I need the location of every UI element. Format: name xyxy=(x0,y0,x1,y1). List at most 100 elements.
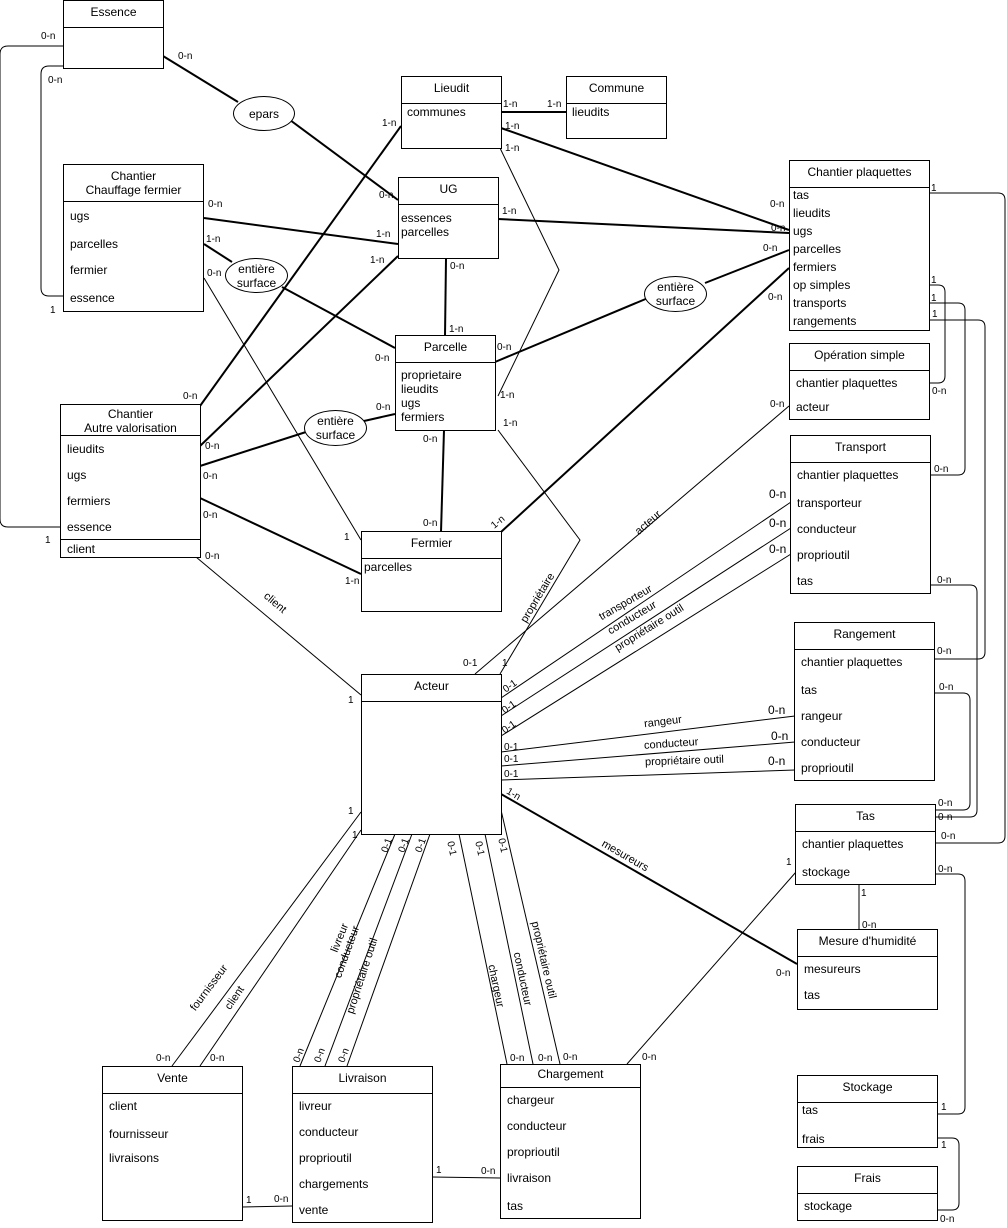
entity-attribute: livreur xyxy=(299,1099,332,1113)
cardinality: 1-n xyxy=(505,121,520,132)
cardinality: 0-n xyxy=(274,1194,289,1205)
entity-stockage[interactable]: Stockage tas frais xyxy=(797,1075,938,1148)
entity-title: Livraison xyxy=(293,1067,432,1094)
cardinality: 0-1 xyxy=(504,754,519,765)
entity-operation-simple[interactable]: Opération simple chantier plaquettes act… xyxy=(789,343,930,420)
link-fermier-plaquettes xyxy=(500,267,790,533)
entity-attribute: chantier plaquettes xyxy=(801,655,903,669)
entity-attribute: client xyxy=(109,1099,138,1113)
link-essence-autre xyxy=(0,45,63,528)
entity-attribute: chantier plaquettes xyxy=(796,376,898,390)
link-surface2-plaquettes xyxy=(704,249,790,284)
link-acteur-chargement-proprio xyxy=(500,809,561,1065)
entity-attribute: proprioutil xyxy=(299,1151,352,1165)
link-acteur-livraison-conducteur xyxy=(324,833,413,1067)
entity-fermier[interactable]: Fermier parcelles xyxy=(361,531,502,612)
link-acteur-transport-conducteur xyxy=(500,527,792,717)
cardinality: 1-n xyxy=(500,390,515,401)
link-parcelle-lieudit xyxy=(497,147,560,397)
cardinality: 1 xyxy=(502,658,508,669)
cardinality: 1-n xyxy=(206,234,221,245)
entity-attribute: lieudits xyxy=(793,206,831,220)
cardinality: 0-n xyxy=(423,518,438,529)
link-acteur-parcelle-proprietaire xyxy=(497,429,581,675)
association-entiere-surface-autre[interactable]: entière surface xyxy=(304,410,367,446)
entity-title: Chantier plaquettes xyxy=(790,161,929,188)
cardinality: 1 xyxy=(861,888,867,899)
link-ug-parcelle xyxy=(444,258,447,337)
entity-ug[interactable]: UG essences parcelles xyxy=(398,177,499,259)
entity-attribute: tas xyxy=(804,988,821,1002)
link-acteur-mesure xyxy=(500,793,798,965)
cardinality: 0-n xyxy=(183,391,198,402)
cardinality: 1-n xyxy=(503,418,518,429)
link-acteur-vente-client xyxy=(199,829,362,1067)
cardinality: 0-n xyxy=(210,1053,225,1064)
link-ug-chauffage xyxy=(203,217,399,245)
cardinality: 0-n xyxy=(768,754,786,768)
association-epars[interactable]: epars xyxy=(233,96,295,131)
cardinality: 1 xyxy=(931,275,937,286)
entity-title: Tas xyxy=(796,805,935,832)
link-acteur-rangement-rangeur xyxy=(500,715,796,753)
cardinality: 0-n xyxy=(497,342,512,353)
entity-commune[interactable]: Commune lieudits xyxy=(566,76,667,139)
link-acteur-rangement-conducteur xyxy=(500,741,796,767)
entity-title: UG xyxy=(399,178,498,205)
link-acteur-opsimple xyxy=(474,405,790,675)
entity-attribute: parcelles xyxy=(364,560,413,574)
cardinality: 0-n xyxy=(938,798,953,809)
link-ug-plaquettes xyxy=(497,218,790,234)
entity-vente[interactable]: Vente client fournisseur livraisons xyxy=(102,1066,243,1221)
link-parcelle-fermier xyxy=(440,429,445,533)
cardinality: 0-n xyxy=(937,575,952,586)
entity-chantier-plaquettes[interactable]: Chantier plaquettes tas lieudits ugs par… xyxy=(789,160,930,331)
entity-lieudit[interactable]: Lieudit communes xyxy=(401,76,502,149)
entity-attribute: conducteur xyxy=(801,735,861,749)
cardinality: 0-n xyxy=(769,516,787,530)
entity-chantier-chauffage[interactable]: Chantier Chauffage fermier ugs parcelles… xyxy=(63,164,204,312)
entity-attribute: essence xyxy=(70,291,115,305)
link-epars-ug xyxy=(289,119,399,201)
entity-rangement[interactable]: Rangement chantier plaquettes tas rangeu… xyxy=(794,622,935,781)
cardinality: 0-n xyxy=(205,441,220,452)
cardinality: 1 xyxy=(941,1102,947,1113)
entity-title: Vente xyxy=(103,1067,242,1094)
cardinality: 0-n xyxy=(41,31,56,42)
entity-parcelle[interactable]: Parcelle proprietaire lieudits ugs fermi… xyxy=(395,335,496,431)
cardinality: 0-n xyxy=(939,682,954,693)
cardinality: 0-n xyxy=(934,464,949,475)
entity-attribute: proprioutil xyxy=(507,1145,560,1159)
entity-attribute: ugs xyxy=(793,224,813,238)
entity-attribute: tas xyxy=(507,1199,524,1213)
entity-tas[interactable]: Tas chantier plaquettes stockage xyxy=(795,804,936,885)
entity-attribute: stockage xyxy=(804,1199,853,1213)
cardinality: 1 xyxy=(436,1165,442,1176)
entity-attribute: chargements xyxy=(299,1177,369,1191)
attribute-divider xyxy=(61,539,200,540)
entity-transport[interactable]: Transport chantier plaquettes transporte… xyxy=(790,435,931,594)
cardinality: 1 xyxy=(941,1140,947,1151)
link-parcelle-surface2 xyxy=(494,297,649,363)
entity-livraison[interactable]: Livraison livreur conducteur proprioutil… xyxy=(292,1066,433,1223)
entity-acteur[interactable]: Acteur xyxy=(361,674,502,835)
link-plaquettes-opsimple xyxy=(929,284,946,384)
association-entiere-surface-chauffage[interactable]: entière surface xyxy=(225,258,288,293)
link-acteur-livraison-proprio xyxy=(346,833,431,1067)
entity-chantier-autre[interactable]: Chantier Autre valorisation lieudits ugs… xyxy=(60,404,201,558)
entity-frais[interactable]: Frais stockage xyxy=(797,1166,938,1221)
association-entiere-surface-plaquettes[interactable]: entière surface xyxy=(644,276,707,312)
entity-essence[interactable]: Essence xyxy=(63,0,164,69)
cardinality: 0-n xyxy=(48,75,63,86)
cardinality: 0-n xyxy=(481,1166,496,1177)
link-plaquettes-rangement xyxy=(929,319,986,660)
entity-attribute: conducteur xyxy=(299,1125,359,1139)
entity-chargement[interactable]: Chargement chargeur conducteur propriout… xyxy=(500,1064,641,1219)
entity-attribute: conducteur xyxy=(507,1119,567,1133)
cardinality: 0-n xyxy=(776,968,791,979)
entity-attribute: fermiers xyxy=(401,410,445,424)
cardinality: 1 xyxy=(931,183,937,194)
cardinality: 1-n xyxy=(449,324,464,335)
entity-mesure-humidite[interactable]: Mesure d'humidité mesureurs tas xyxy=(797,929,938,1010)
cardinality: 0-n xyxy=(769,487,787,501)
